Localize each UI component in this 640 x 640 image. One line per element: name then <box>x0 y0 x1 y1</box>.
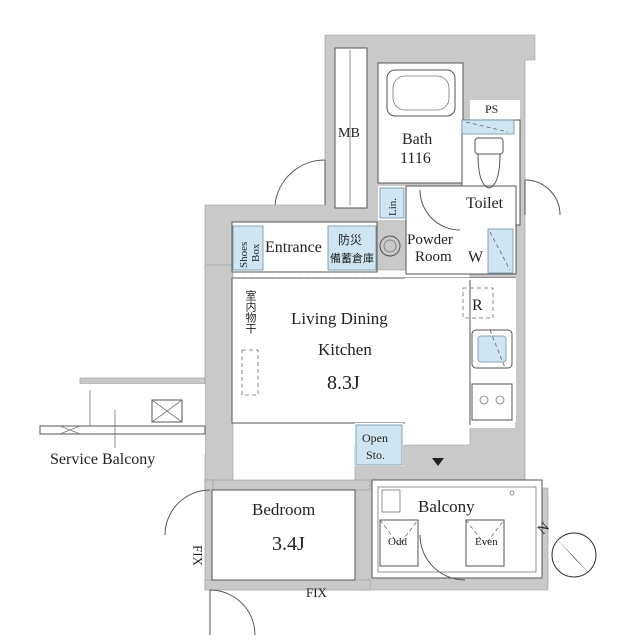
compass-icon <box>551 532 597 578</box>
bath-label: Bath <box>402 131 432 148</box>
open-storage-label: Open <box>362 431 388 445</box>
ldk-label: Living Dining <box>291 309 388 328</box>
powder-label: Powder <box>407 232 453 248</box>
storage-jp-label: 防災 <box>338 232 362 247</box>
mb-label: MB <box>338 126 360 141</box>
washer-label: W <box>468 249 484 266</box>
entrance-label: Entrance <box>265 239 322 256</box>
storage-jp-label-2: 備蓄倉庫 <box>330 251 374 265</box>
bath-size: 1116 <box>400 150 431 167</box>
service-balcony-label: Service Balcony <box>50 451 155 468</box>
open-storage-label-2: Sto. <box>366 448 385 462</box>
lin-label: Lin. <box>387 198 399 216</box>
toilet-label: Toilet <box>466 195 504 212</box>
ldk-size: 8.3J <box>327 372 360 394</box>
balcony-label: Balcony <box>418 497 475 516</box>
north-arrow-icon <box>556 538 590 574</box>
fixtures <box>39 69 561 636</box>
powder-label-2: Room <box>415 249 452 265</box>
bedroom-label: Bedroom <box>252 500 315 519</box>
fridge-label: R <box>472 297 483 314</box>
shoes-label: Shoes <box>238 242 250 268</box>
fix-bottom-label: FIX <box>306 585 328 600</box>
fix-left-label: FIX <box>191 545 206 567</box>
indoor-drying-label: 室内物干 <box>244 289 257 335</box>
ps-label: PS <box>485 102 498 116</box>
even-label: Even <box>475 536 498 548</box>
labels: MB PS Bath 1116 Toilet Lin. Powder Room … <box>50 102 504 600</box>
ldk-label-2: Kitchen <box>318 340 372 359</box>
shoes-label-2: Box <box>250 243 262 262</box>
bedroom-size: 3.4J <box>272 533 305 555</box>
odd-label: Odd <box>388 536 407 548</box>
